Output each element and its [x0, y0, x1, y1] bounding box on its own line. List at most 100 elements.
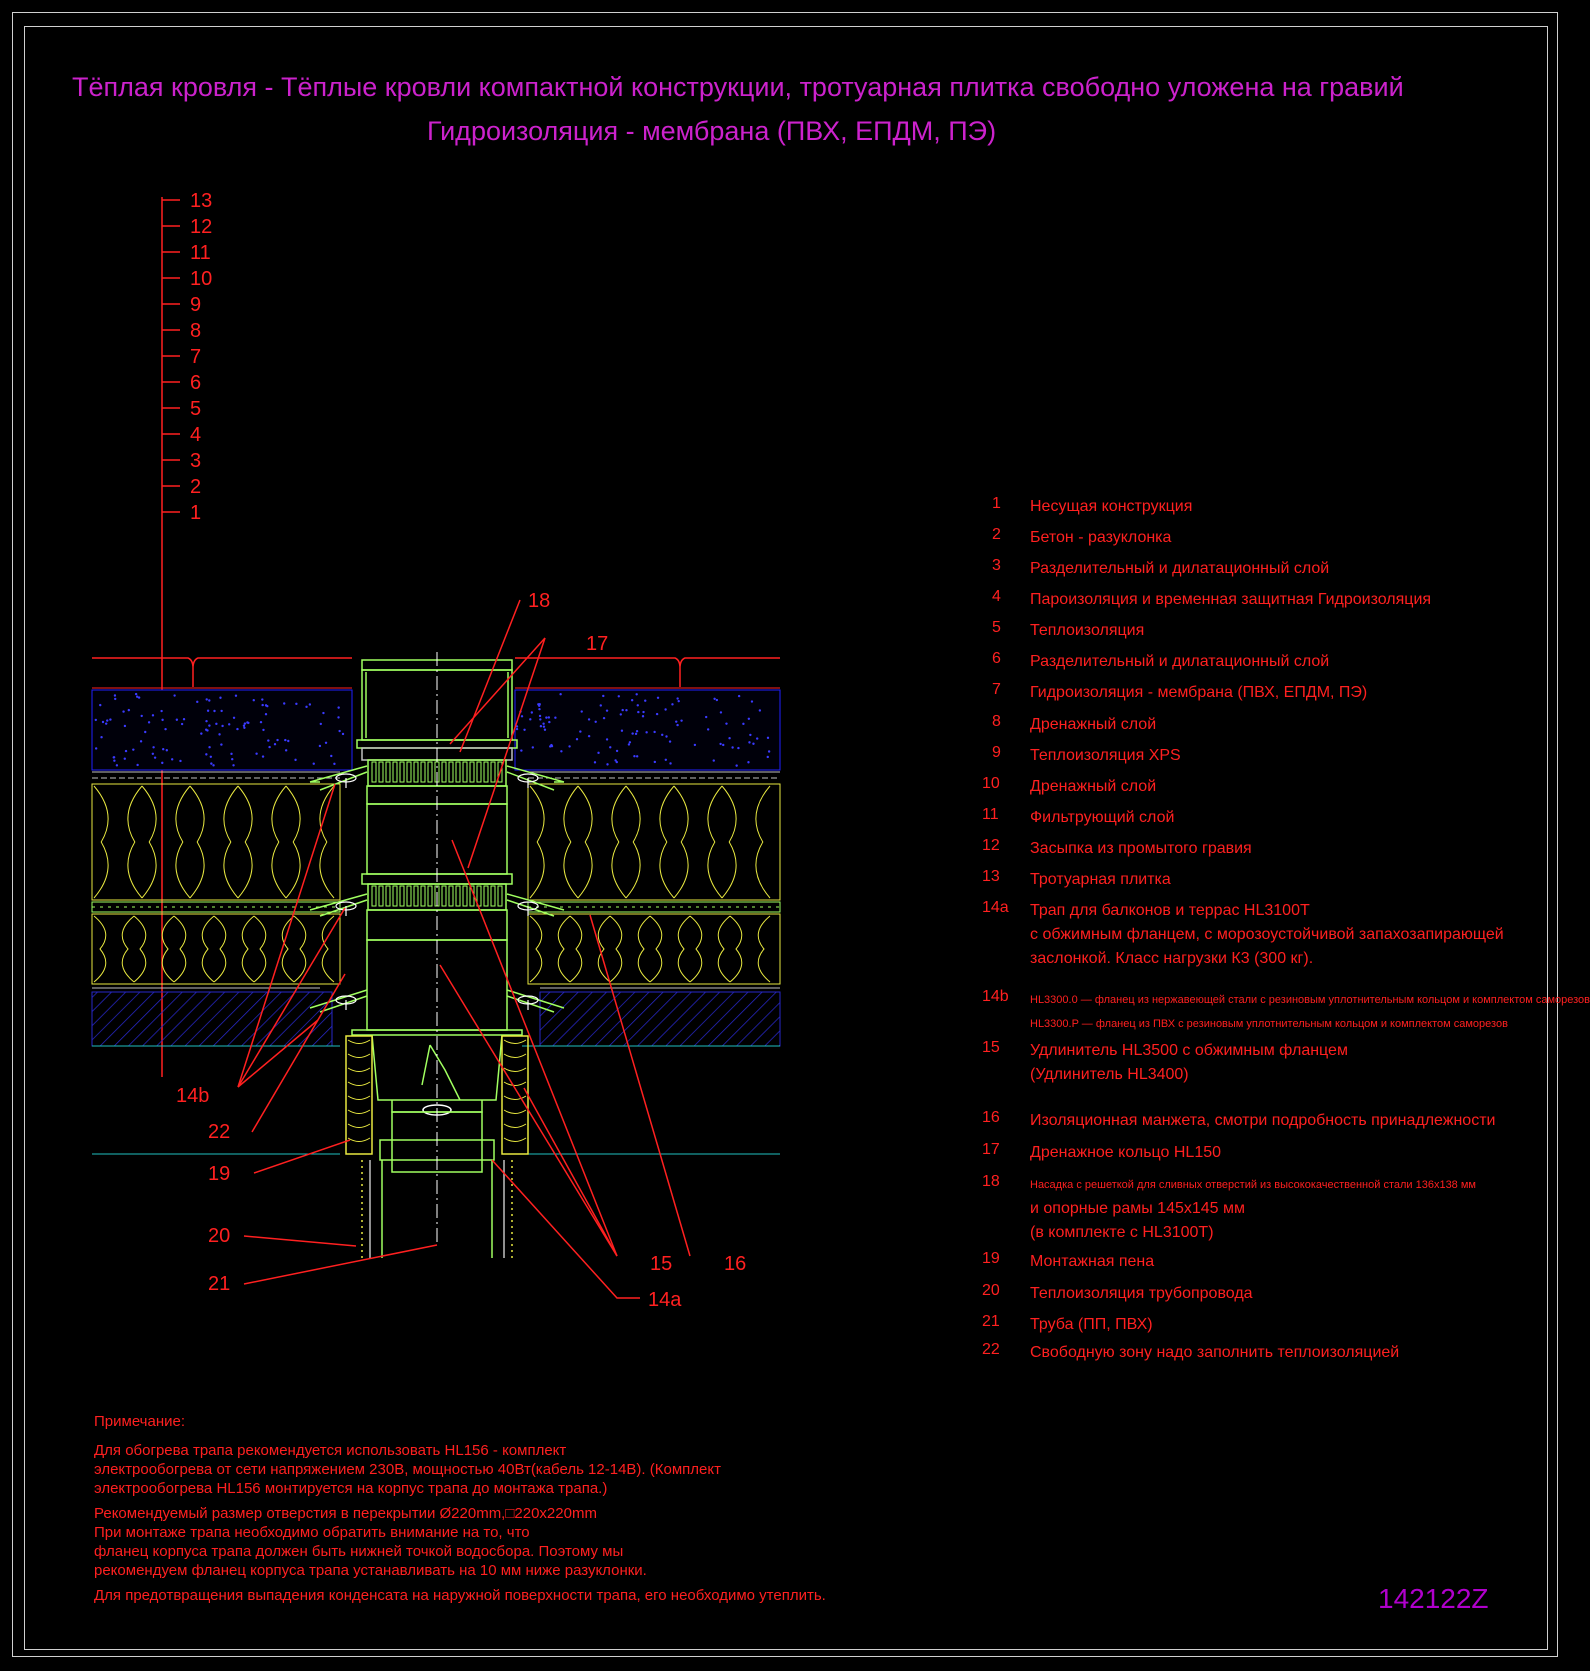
legend-line: Тротуарная плитка — [1030, 871, 1171, 888]
callout-15: 15 — [650, 1253, 672, 1275]
legend-line: Теплоизоляция — [1030, 622, 1145, 639]
legend-line: Трап для балконов и террас HL3100T — [1030, 902, 1310, 919]
legend-number: 18 — [982, 1173, 1000, 1190]
legend-line: Несущая конструкция — [1030, 498, 1193, 515]
legend-number: 14b — [982, 988, 1009, 1005]
legend-text: Труба (ПП, ПВХ) — [1030, 1313, 1153, 1337]
legend-number: 19 — [982, 1250, 1000, 1267]
roof-layers — [91, 657, 781, 1155]
legend-line: Дренажный слой — [1030, 716, 1157, 733]
notes-line: При монтаже трапа необходимо обратить вн… — [94, 1524, 530, 1541]
legend-number: 20 — [982, 1282, 1000, 1299]
notes-title: Примечание: — [94, 1413, 185, 1430]
legend-number: 13 — [982, 868, 1000, 885]
legend-text: Несущая конструкция — [1030, 495, 1192, 519]
notes-line: фланец корпуса трапа должен быть нижней … — [94, 1543, 624, 1560]
legend-text: Дренажный слой — [1030, 775, 1156, 799]
legend-text: Бетон - разуклонка — [1030, 526, 1171, 550]
legend-text: Удлинитель HL3500 с обжимным фланцем(Удл… — [1030, 1039, 1348, 1087]
legend-text: Теплоизоляция XPS — [1030, 744, 1181, 768]
legend-number: 21 — [982, 1313, 1000, 1330]
outer-frame — [12, 12, 1558, 1657]
legend-line: заслонкой. Класс нагрузки К3 (300 кг). — [1030, 950, 1314, 967]
notes-line: Для обогрева трапа рекомендуется использ… — [94, 1442, 567, 1459]
legend-line: Дренажное кольцо HL150 — [1030, 1144, 1222, 1161]
notes-line: рекомендуем фланец корпуса трапа устанав… — [94, 1562, 647, 1579]
scale-label-13: 13 — [190, 190, 212, 212]
legend-number: 9 — [992, 744, 1001, 761]
legend-number: 11 — [982, 806, 999, 823]
notes-paragraph: Для предотвращения выпадения конденсата … — [94, 1586, 826, 1605]
callout-17: 17 — [586, 633, 608, 655]
legend-line: HL3300.P — фланец из ПВХ с резиновым упл… — [1030, 1018, 1508, 1030]
legend-line: Насадка с решеткой для сливных отверстий… — [1030, 1179, 1476, 1191]
notes-line: Для предотвращения выпадения конденсата … — [94, 1587, 826, 1604]
legend-line: Труба (ПП, ПВХ) — [1030, 1316, 1153, 1333]
legend-number: 8 — [992, 713, 1001, 730]
legend-text: Засыпка из промытого гравия — [1030, 837, 1252, 861]
legend-text: HL3300.0 — фланец из нержавеющей стали с… — [1030, 988, 1590, 1036]
legend-line: (Удлинитель HL3400) — [1030, 1066, 1189, 1083]
legend-number: 4 — [992, 588, 1001, 605]
legend-line: HL3300.0 — фланец из нержавеющей стали с… — [1030, 994, 1590, 1006]
scale-label-3: 3 — [190, 450, 201, 472]
legend-text: Монтажная пена — [1030, 1250, 1154, 1274]
title-line-2: Гидроизоляция - мембрана (ПВХ, ЕПДМ, ПЭ) — [427, 116, 997, 146]
notes-line: электрообогрева от сети напряжением 230В… — [94, 1461, 721, 1478]
legend-line: Разделительный и дилатационный слой — [1030, 653, 1330, 670]
legend-line: и опорные рамы 145x145 мм — [1030, 1200, 1245, 1217]
legend-line: Теплоизоляция трубопровода — [1030, 1285, 1253, 1302]
legend-text: Разделительный и дилатационный слой — [1030, 557, 1329, 581]
legend-line: Гидроизоляция - мембрана (ПВХ, ЕПДМ, ПЭ) — [1030, 684, 1368, 701]
legend-text: Насадка с решеткой для сливных отверстий… — [1030, 1173, 1476, 1245]
callout-labels: 18 17 14b 22 19 20 21 15 16 14a — [176, 590, 746, 1311]
callout-21: 21 — [208, 1273, 230, 1295]
notes-paragraph: Для обогрева трапа рекомендуется использ… — [94, 1441, 826, 1498]
notes-line: Рекомендуемый размер отверстия в перекры… — [94, 1505, 597, 1522]
legend-text: Пароизоляция и временная защитная Гидрои… — [1030, 588, 1431, 612]
legend-number: 12 — [982, 837, 1000, 854]
legend-line: Засыпка из промытого гравия — [1030, 840, 1252, 857]
legend-number: 14a — [982, 899, 1009, 916]
notes: Примечание: Для обогрева трапа рекоменду… — [94, 1412, 826, 1611]
scale-label-2: 2 — [190, 476, 201, 498]
legend-text: Разделительный и дилатационный слой — [1030, 650, 1329, 674]
callout-22: 22 — [208, 1121, 230, 1143]
legend-line: Фильтрующий слой — [1030, 809, 1175, 826]
drawing-code: 142122Z — [1378, 1583, 1489, 1614]
legend-text: Изоляционная манжета, смотри подробность… — [1030, 1109, 1495, 1133]
legend-text: Теплоизоляция — [1030, 619, 1144, 643]
legend-line: Разделительный и дилатационный слой — [1030, 560, 1330, 577]
legend-text: Теплоизоляция трубопровода — [1030, 1282, 1253, 1306]
legend-line: Монтажная пена — [1030, 1253, 1155, 1270]
legend-line: Свободную зону надо заполнить теплоизоля… — [1030, 1344, 1400, 1361]
scale-label-5: 5 — [190, 398, 201, 420]
scale-label-1: 1 — [190, 502, 201, 524]
legend-number: 15 — [982, 1039, 1000, 1056]
scale-label-12: 12 — [190, 216, 212, 238]
legend-number: 7 — [992, 681, 1001, 698]
scale-label-8: 8 — [190, 320, 201, 342]
notes-line: электрообогрева HL156 монтируется на кор… — [94, 1480, 608, 1497]
legend-line: (в комплекте с HL3100T) — [1030, 1224, 1214, 1241]
scale-label-4: 4 — [190, 424, 201, 446]
legend-line: Теплоизоляция XPS — [1030, 747, 1181, 764]
legend-text: Дренажный слой — [1030, 713, 1156, 737]
legend-text: Трап для балконов и террас HL3100T с обжи… — [1030, 899, 1504, 971]
callout-16: 16 — [724, 1253, 746, 1275]
legend-line: Бетон - разуклонка — [1030, 529, 1172, 546]
legend-number: 10 — [982, 775, 1000, 792]
legend-number: 17 — [982, 1141, 1000, 1158]
legend-line: с обжимным фланцем, с морозоустойчивой з… — [1030, 926, 1504, 943]
scale-label-10: 10 — [190, 268, 212, 290]
callout-14a: 14a — [648, 1289, 682, 1311]
notes-paragraph: Рекомендуемый размер отверстия в перекры… — [94, 1504, 826, 1580]
callout-20: 20 — [208, 1225, 230, 1247]
callout-14b: 14b — [176, 1085, 209, 1107]
legend-number: 6 — [992, 650, 1001, 667]
legend-text: Гидроизоляция - мембрана (ПВХ, ЕПДМ, ПЭ) — [1030, 681, 1367, 705]
legend-number: 2 — [992, 526, 1001, 543]
scale-label-11: 11 — [190, 242, 211, 264]
